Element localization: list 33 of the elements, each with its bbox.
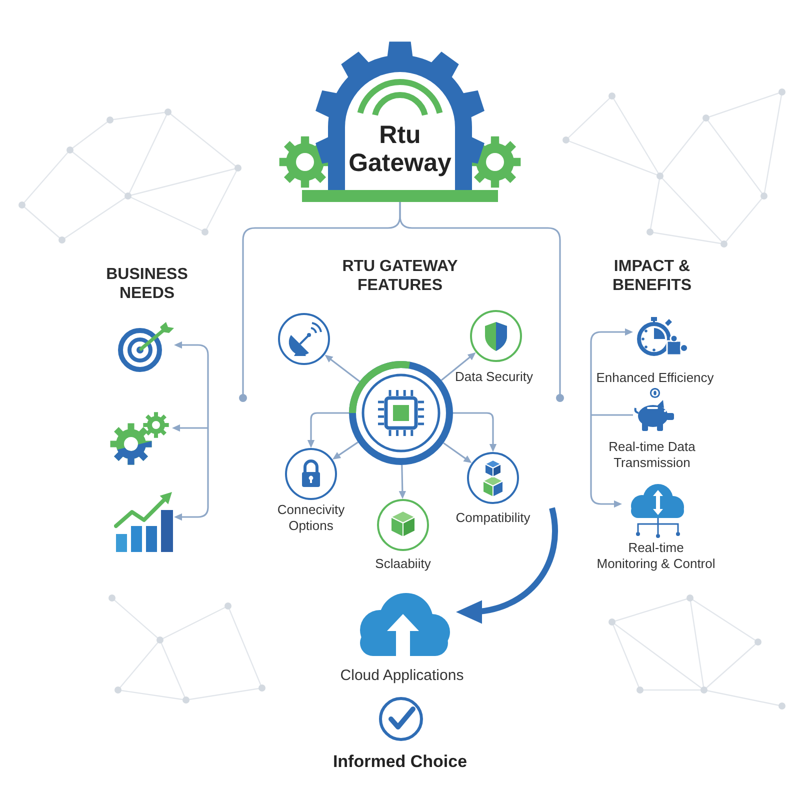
arrow — [440, 352, 476, 381]
arrow — [174, 341, 209, 428]
node-label: Data Security — [454, 369, 534, 385]
arrow — [174, 428, 209, 521]
arrow — [453, 412, 497, 452]
curved-arrow — [456, 507, 558, 623]
arrow — [172, 424, 208, 432]
gateway-title: Rtu Gateway — [348, 121, 452, 177]
node-label: Cloud Applications — [340, 666, 464, 685]
arrow — [398, 464, 406, 499]
section-heading: RTU GATEWAY FEATURES — [341, 257, 459, 295]
arrow — [590, 328, 633, 415]
arrow — [332, 442, 358, 460]
arrow — [307, 412, 349, 448]
section-heading: IMPACT & BENEFITS — [611, 257, 693, 295]
processor-chip-icon — [349, 361, 453, 465]
gears-icon — [108, 410, 172, 465]
node-label: Compatibility — [456, 510, 530, 526]
node-label: Enhanced Efficiency — [596, 370, 714, 386]
arrow — [324, 354, 360, 382]
satellite-dish-icon — [278, 313, 330, 365]
node-label: Sclaabiity — [375, 556, 431, 572]
node-label: Connecivity Options — [276, 502, 346, 534]
arrow — [443, 442, 472, 463]
node-label: Real-time Monitoring & Control — [596, 540, 716, 572]
connector-line — [591, 414, 633, 416]
growth-chart-icon — [114, 490, 174, 552]
target-icon — [116, 322, 174, 372]
arrow — [590, 415, 622, 508]
node-label: Informed Choice — [332, 751, 468, 772]
connector-line — [399, 202, 564, 402]
node-label: Real-time Data Transmission — [608, 439, 696, 471]
section-heading: BUSINESS NEEDS — [105, 265, 189, 303]
